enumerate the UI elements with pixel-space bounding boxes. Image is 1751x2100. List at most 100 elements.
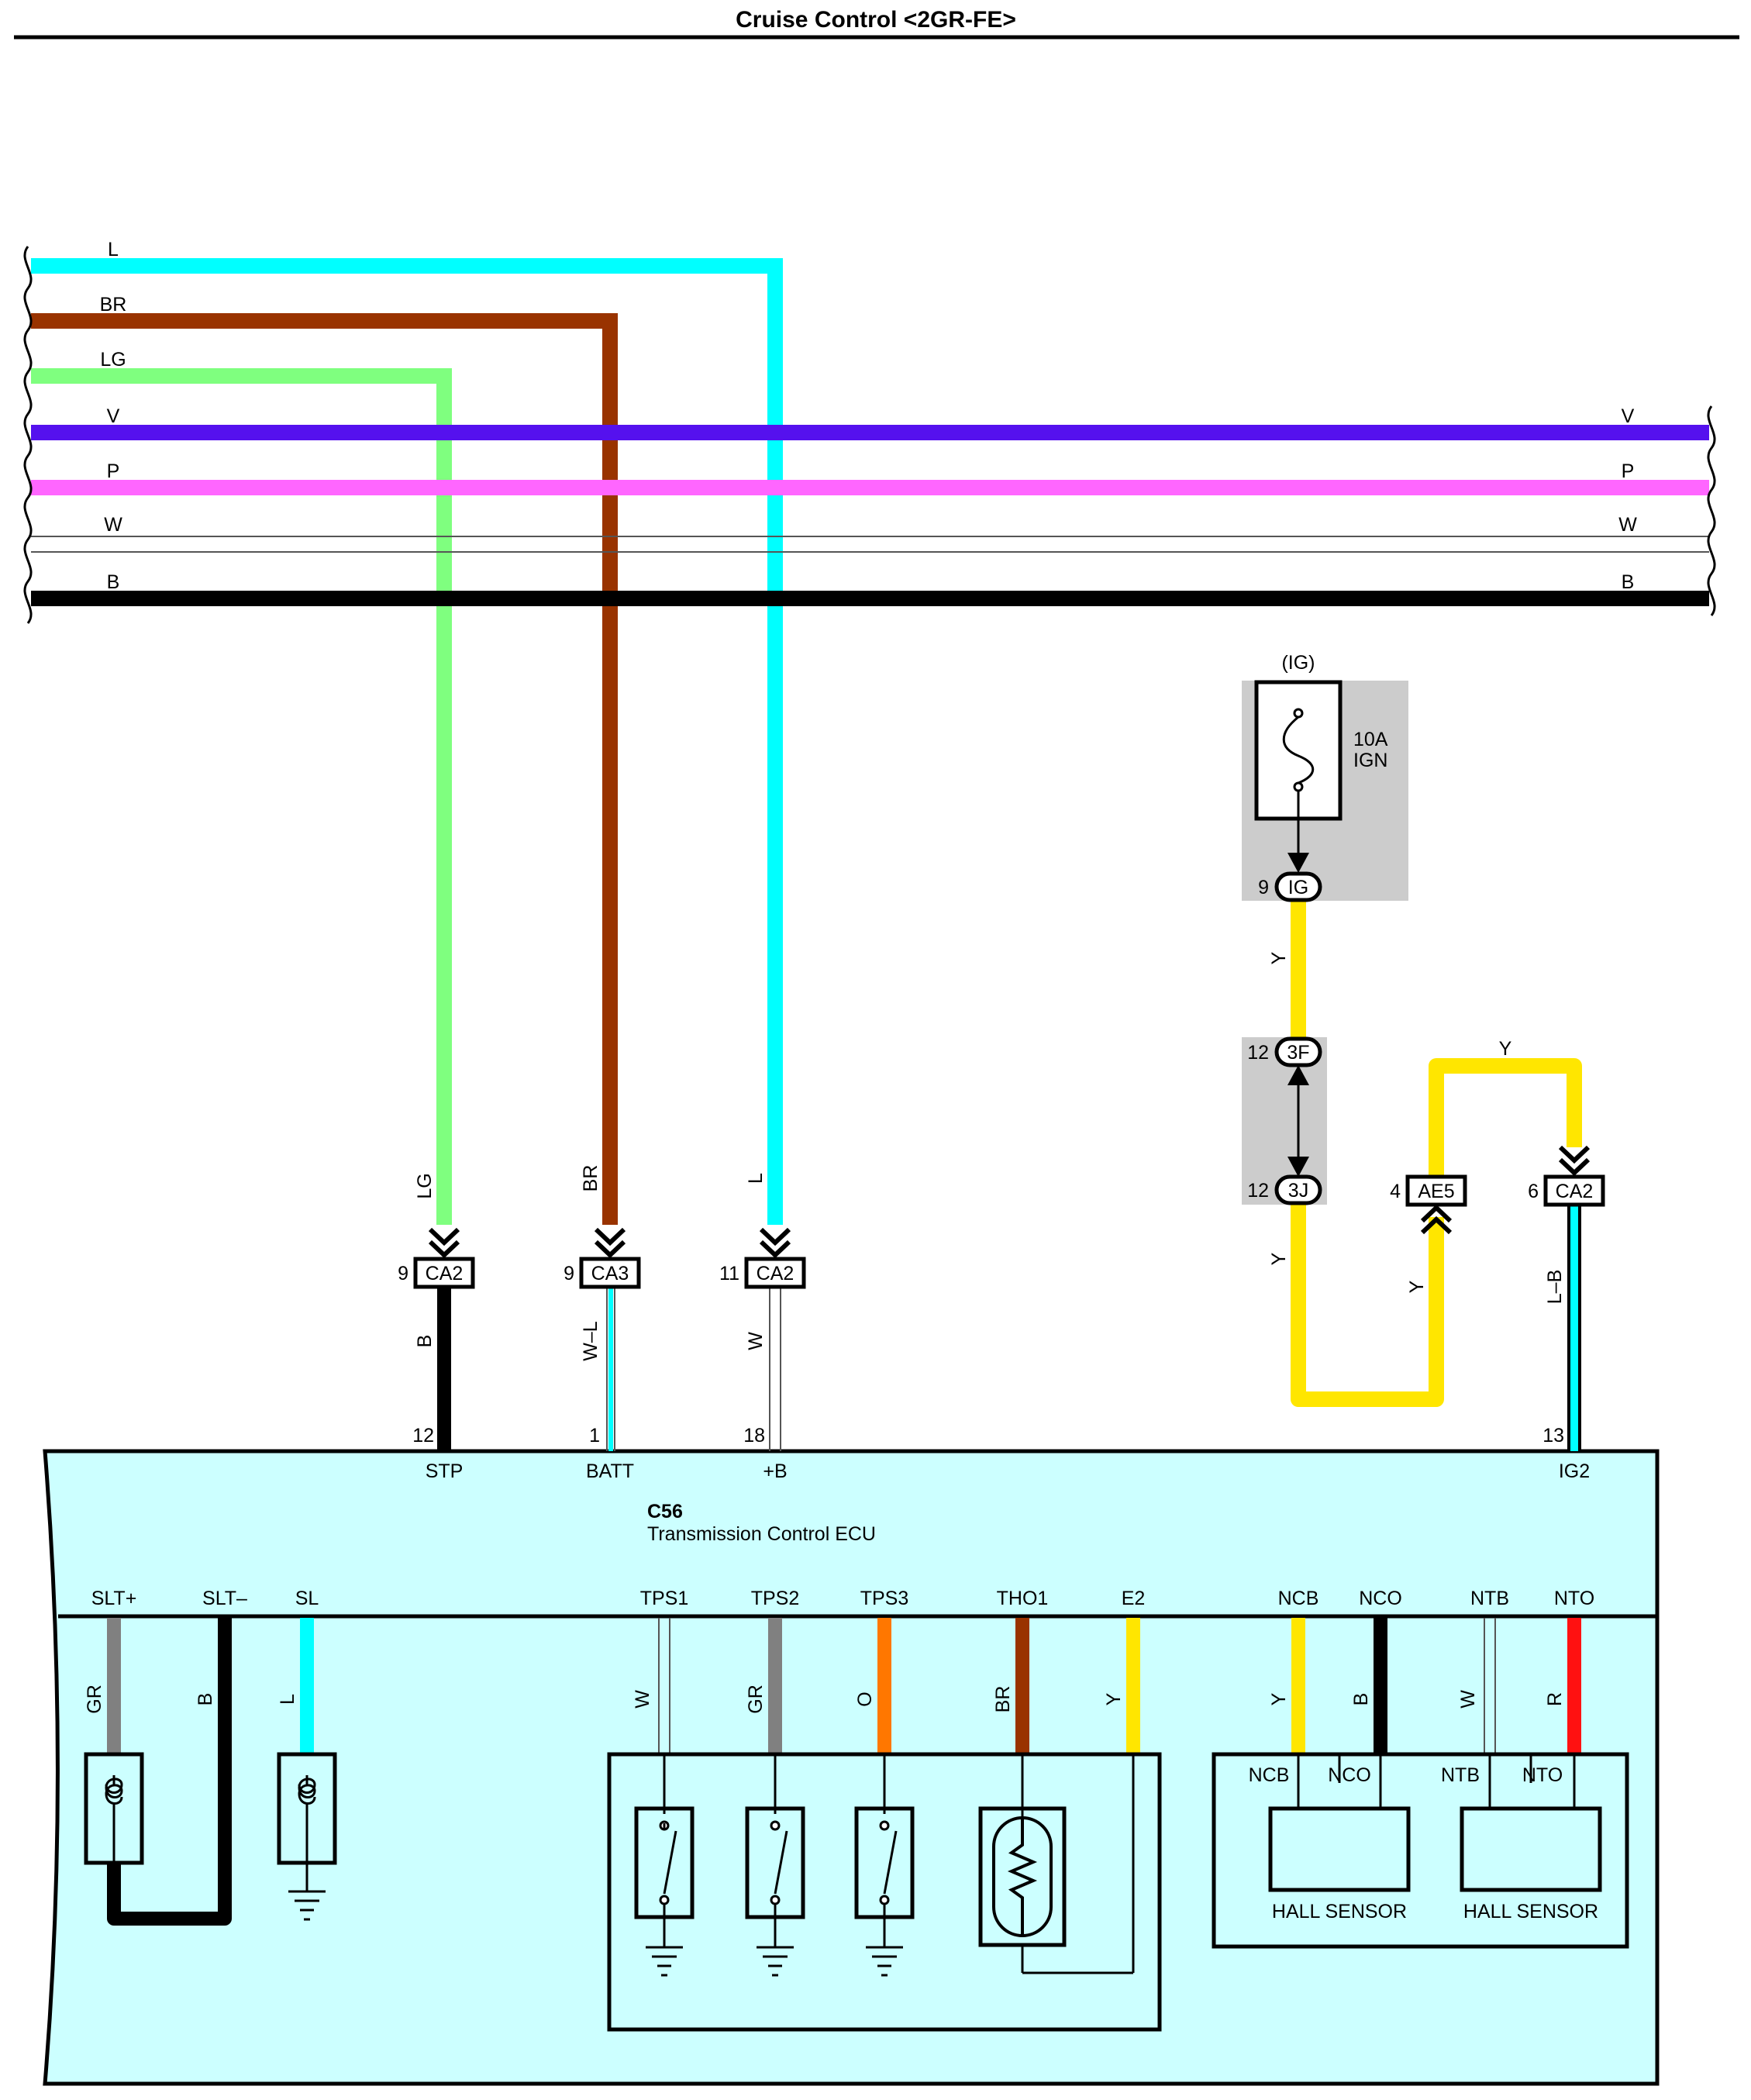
- terminal-label: SLT+: [91, 1588, 137, 1609]
- connector-box: [744, 1257, 806, 1289]
- switch-contact-icon: [774, 1830, 788, 1895]
- connector-pin: 9: [564, 1263, 574, 1284]
- terminal-label: TPS2: [751, 1588, 800, 1609]
- switch-contact-icon: [663, 1830, 677, 1895]
- connector-label: AE5: [1418, 1181, 1454, 1202]
- hall-sensor-label: HALL SENSOR: [1272, 1901, 1407, 1922]
- bus-wire-br: [31, 313, 618, 1225]
- wire-color-label: GR: [84, 1684, 105, 1714]
- bus-wire-l: [31, 258, 783, 1225]
- wire-color-label: W: [632, 1690, 653, 1709]
- connector-box: [579, 1257, 641, 1289]
- connector-chevron-icon: [428, 1227, 460, 1259]
- terminal-label: NTO: [1554, 1588, 1594, 1609]
- ecu-pin-number: 1: [589, 1425, 600, 1447]
- connector-pin: 6: [1528, 1181, 1539, 1202]
- bus-wire-lg: [31, 368, 452, 1225]
- coil-icon: [298, 1775, 316, 1837]
- arrow-down-icon: [1287, 1157, 1309, 1177]
- thermistor-tho1: [978, 1753, 1135, 1974]
- ecu-terminal-labels: SLT+ SLT– SL TPS1 TPS2 TPS3 THO1 E2 NCB …: [91, 1588, 1594, 1609]
- hall-sensor-label: HALL SENSOR: [1463, 1901, 1598, 1922]
- coil-icon: [105, 1775, 123, 1837]
- ecu-code: C56: [647, 1501, 683, 1522]
- fuse-icon: [1282, 708, 1315, 792]
- bus-label-left: BR: [100, 294, 127, 316]
- left-break-mark: [23, 246, 33, 624]
- solenoid-slt: [84, 1752, 144, 1865]
- wire-color-label: L: [277, 1694, 298, 1705]
- bus-label-left: V: [107, 405, 120, 427]
- hall-sensor-box: [1212, 1752, 1629, 1949]
- connector-label: IG: [1288, 877, 1308, 898]
- terminal-label: TPS3: [860, 1588, 909, 1609]
- fuse-name: IGN: [1353, 750, 1387, 771]
- hall-pin-label: NCO: [1328, 1764, 1371, 1786]
- arrow-down-icon: [1287, 853, 1309, 873]
- ecu-pin-number: 12: [412, 1425, 434, 1447]
- ecu-pin-number: 18: [743, 1425, 765, 1447]
- junction-connector-3j: [1274, 1174, 1322, 1205]
- wire-color-label: O: [854, 1691, 876, 1706]
- connector-label: 3J: [1288, 1180, 1308, 1202]
- input-batt: CA3 9 BR W–L 1 BATT: [564, 1165, 641, 1482]
- connector-pin: 4: [1390, 1181, 1401, 1202]
- junction-connector-ig: [1274, 871, 1322, 902]
- wire-color-label: L: [745, 1173, 767, 1184]
- wire-color-label: R: [1544, 1692, 1566, 1706]
- bus-label-left: W: [104, 514, 122, 536]
- terminal-label: NTB: [1470, 1588, 1509, 1609]
- wire-color-label: B: [414, 1335, 436, 1348]
- wire-color-label: GR: [745, 1684, 767, 1714]
- connector-pin: 12: [1247, 1180, 1269, 1202]
- input-stp: CA2 9 LG B 12 STP: [398, 1173, 475, 1482]
- fuse-header: (IG): [1281, 652, 1315, 674]
- page-title: Cruise Control <2GR-FE>: [736, 7, 1016, 33]
- switch-tps3: [854, 1754, 915, 1977]
- connector-label: CA3: [591, 1263, 629, 1284]
- connector-pin: 11: [719, 1263, 739, 1284]
- connector-pin: 9: [398, 1263, 408, 1284]
- bus-label-left: B: [107, 571, 120, 593]
- ecu-wire-color-labels: GR B L W GR O BR Y Y B W R: [84, 1684, 1566, 1714]
- ecu-body: [43, 1449, 1660, 2086]
- hall-pin-label: NTO: [1522, 1764, 1563, 1786]
- terminal-label: TPS1: [640, 1588, 689, 1609]
- wire-b: [107, 1618, 232, 1926]
- hall-sensor-1: NCB NCO HALL SENSOR: [1249, 1754, 1411, 1922]
- terminal-label: NCO: [1359, 1588, 1402, 1609]
- wire-color-label: L–B: [1544, 1270, 1566, 1304]
- bus-wires: [31, 258, 1709, 1225]
- wire-color-label: BR: [580, 1165, 601, 1192]
- bus-label-right: W: [1618, 514, 1637, 536]
- ig2-yellow-wires: [1291, 901, 1582, 1407]
- bus-label-left: L: [108, 239, 119, 260]
- ecu-name: Transmission Control ECU: [647, 1523, 876, 1545]
- wire-color-label: W: [745, 1332, 767, 1350]
- input-plus-b: CA2 11 L W 18 +B: [719, 1173, 806, 1482]
- wire-color-label: Y: [1499, 1038, 1512, 1060]
- connector-label: CA2: [1556, 1181, 1594, 1202]
- connector-label: 3F: [1287, 1042, 1309, 1064]
- connector-pin: 12: [1247, 1042, 1269, 1064]
- wire-color-label: W–L: [580, 1321, 601, 1361]
- switch-contact-icon: [883, 1830, 898, 1895]
- connector-pin: 9: [1258, 877, 1269, 898]
- bus-label-right: V: [1622, 405, 1635, 427]
- connector-label: CA2: [426, 1263, 464, 1284]
- resistor-icon: [1007, 1818, 1038, 1936]
- bus-label-left: P: [107, 460, 120, 482]
- ground-icon: [646, 1946, 683, 1977]
- terminal-label: THO1: [997, 1588, 1049, 1609]
- terminal-label: SL: [295, 1588, 319, 1609]
- wire-color-label: Y: [1103, 1692, 1125, 1705]
- ground-icon: [866, 1946, 903, 1977]
- terminal-label: SLT–: [202, 1588, 247, 1609]
- bus-label-right: P: [1622, 460, 1635, 482]
- hall-pin-label: NTB: [1441, 1764, 1480, 1786]
- wire-color-label: BR: [992, 1686, 1014, 1713]
- right-break-mark: [1707, 405, 1716, 616]
- wire-color-label: Y: [1268, 951, 1290, 964]
- solenoid-sl: [277, 1752, 337, 1921]
- terminal-label: BATT: [586, 1460, 634, 1482]
